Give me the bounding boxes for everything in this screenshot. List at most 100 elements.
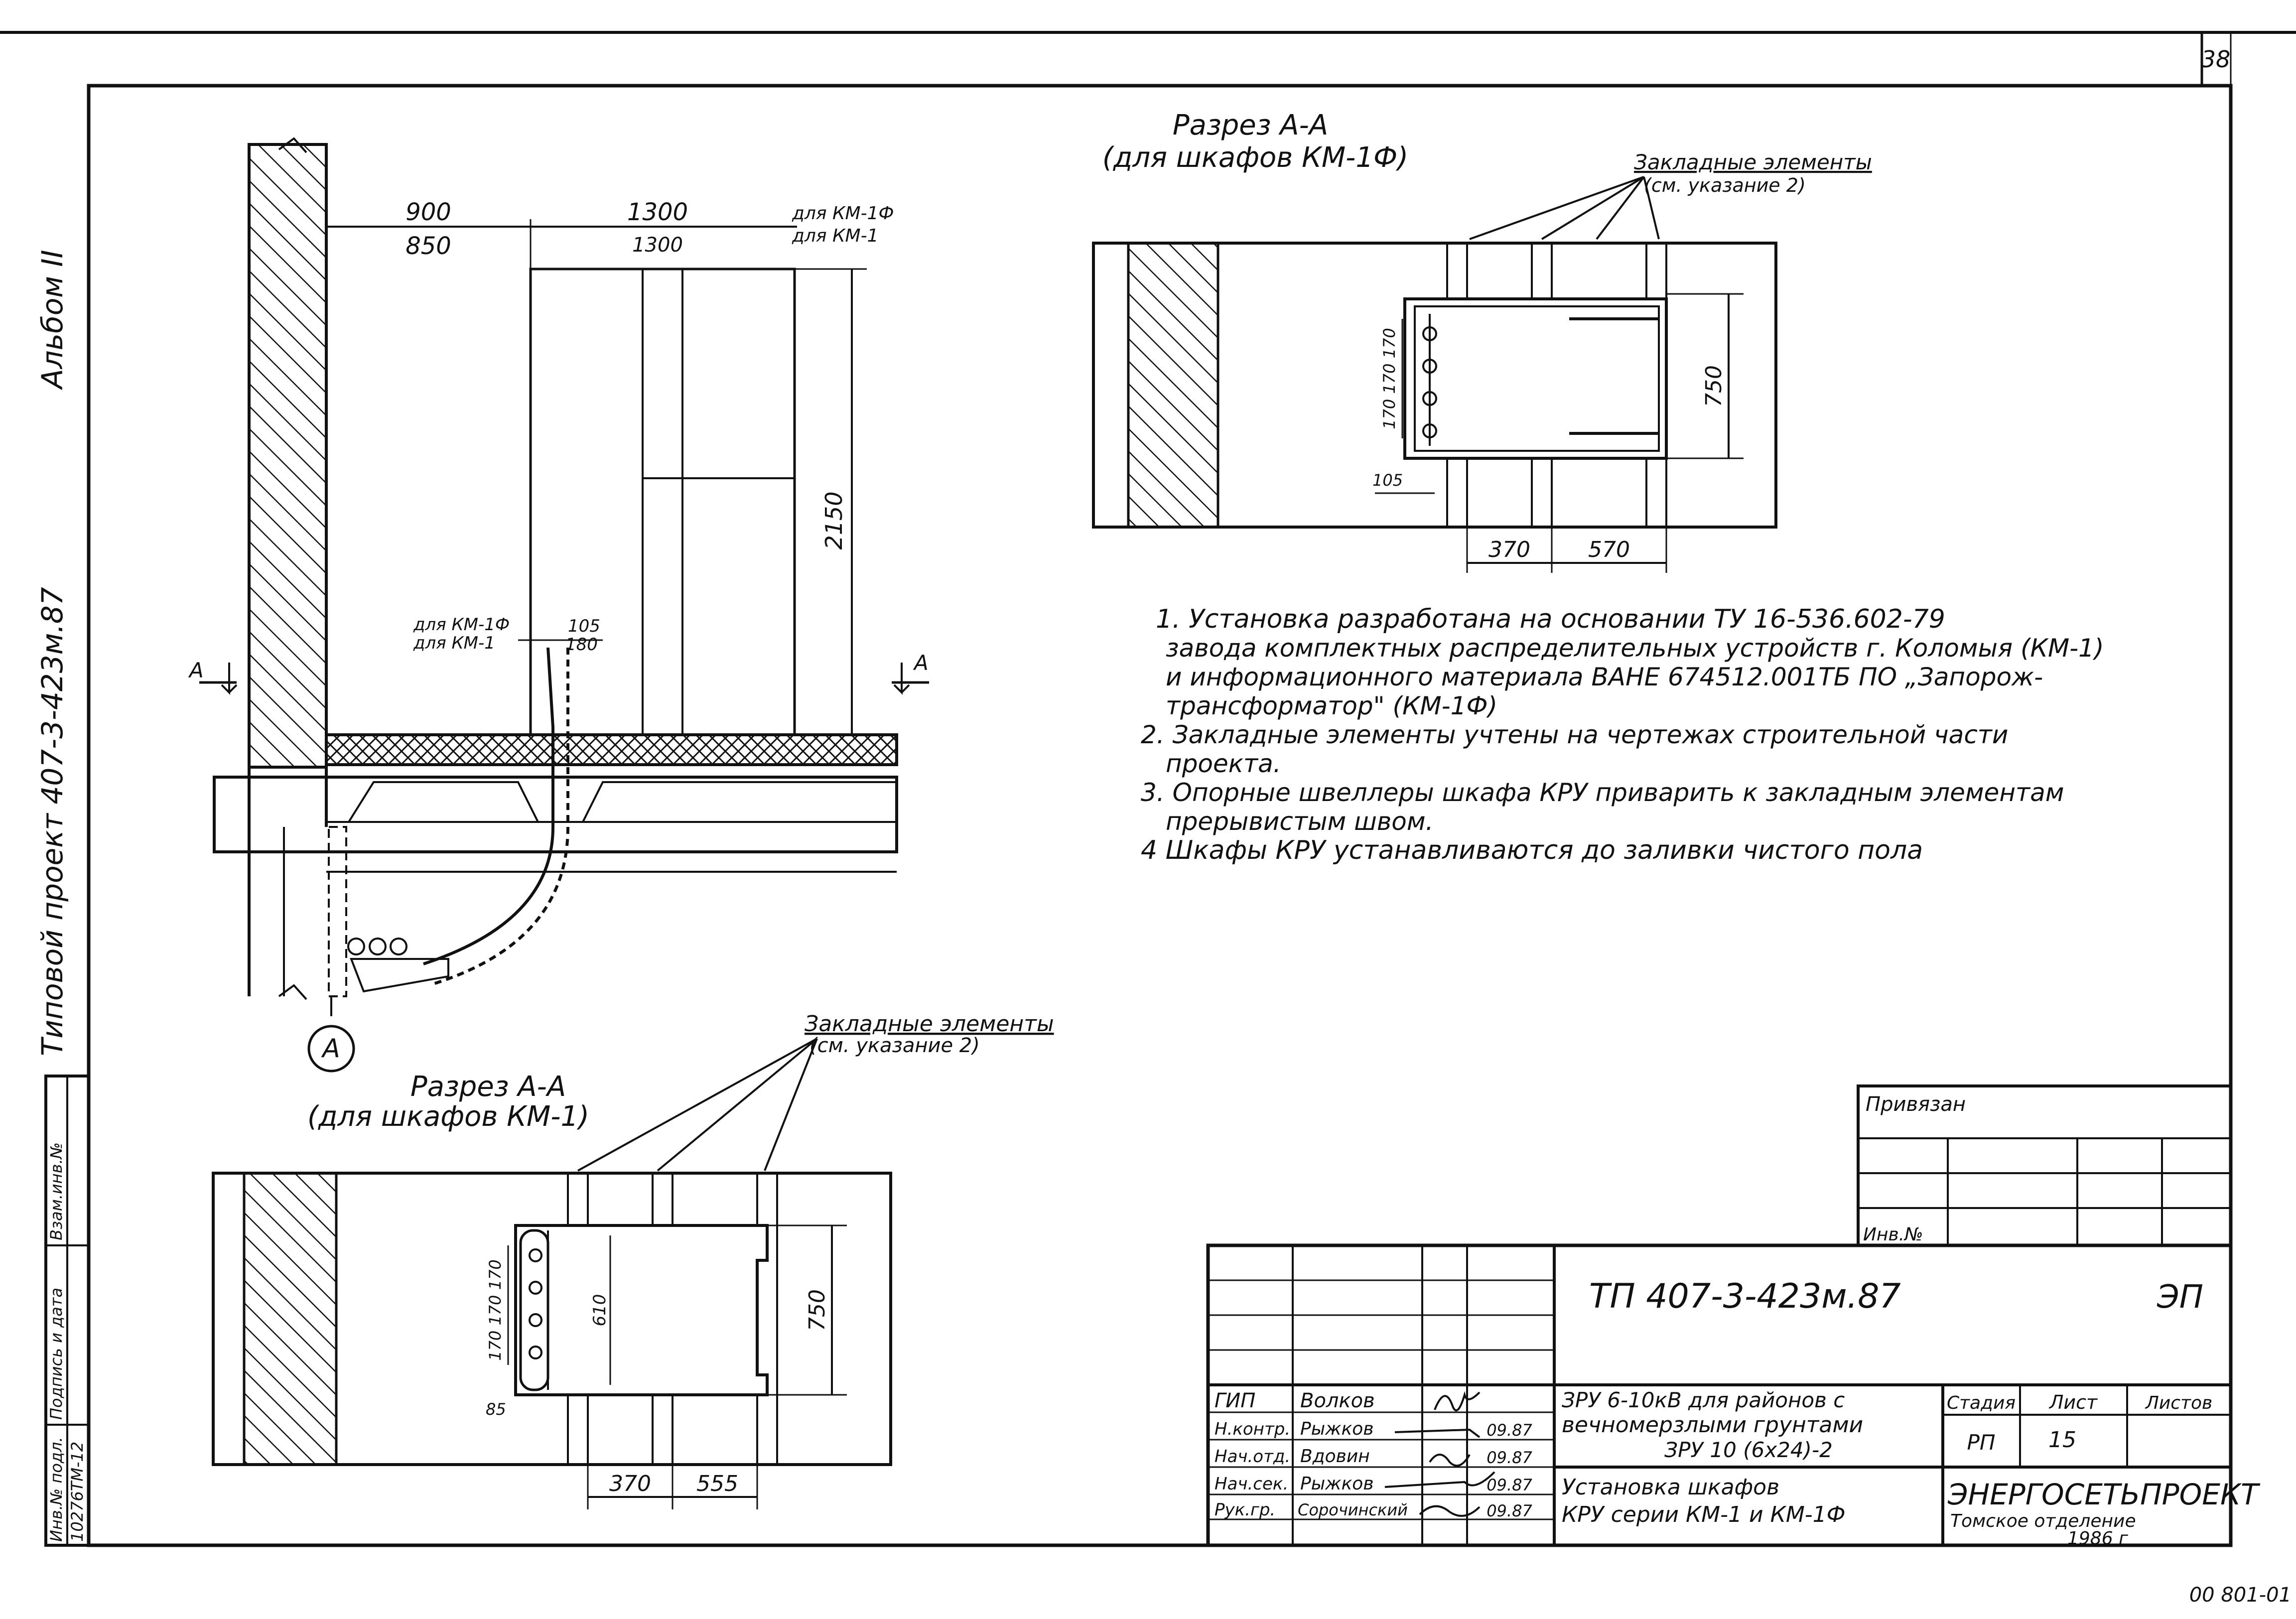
sheet-title-1: Установка шкафов (1562, 1475, 1779, 1500)
km1f-dim-750: 750 (1701, 365, 1727, 407)
object-title-3: ЗРУ 10 (6х24)-2 (1664, 1438, 1833, 1462)
stage-label: Стадия (1947, 1393, 2016, 1413)
object-title-1: ЗРУ 6-10кВ для районов с (1562, 1388, 1845, 1412)
section-km1f: Разрез А-А (для шкафов КМ-1Ф) Закладные … (1092, 109, 1872, 573)
section-km1f-embedded-2: (см. указание 2) (1644, 174, 1806, 196)
main-section: 900 850 1300 1300 для КМ-1Ф для КМ-1 215… (188, 137, 929, 1073)
cut-mark-right: А (913, 651, 929, 675)
section-km1-embedded-1: Закладные элементы (805, 1011, 1054, 1037)
field-inv-podl: Инв.№ подл. (47, 1437, 66, 1542)
note-line-1: 1. Установка разработана на основании ТУ… (1156, 604, 1945, 634)
signature-nkontr (1394, 1428, 1481, 1438)
inv-number: 10276ТМ-12 (68, 1442, 87, 1542)
object-title-2: вечномерзлыми грунтами (1562, 1412, 1863, 1438)
field-vzam: Взам.инв.№ (47, 1142, 66, 1240)
role-gip: ГИП (1215, 1389, 1255, 1412)
sheet-no-value: 15 (2048, 1427, 2076, 1453)
section-km1-embedded-2: (см. указание 2) (810, 1034, 980, 1057)
km1-dim-610: 610 (590, 1294, 610, 1327)
section-km1-title-2: (для шкафов КМ-1) (307, 1100, 589, 1133)
sheets-label: Листов (2145, 1393, 2212, 1413)
section-km1f-title-1: Разрез А-А (1173, 109, 1328, 141)
dim-for-km1: для КМ-1 (792, 226, 879, 246)
role-nkontr: Н.контр. (1215, 1419, 1290, 1439)
field-podpis: Подпись и дата (47, 1288, 66, 1420)
note-line-4: трансформатор" (КМ-1Ф) (1166, 691, 1497, 720)
inv-no-label: Инв.№ (1863, 1224, 1923, 1245)
dim-180: 180 (565, 635, 598, 655)
km1f-cabinet-plan (1403, 297, 1668, 460)
km1-dim-85: 85 (486, 1400, 506, 1419)
dim-for-km1f-2: для КМ-1Ф (413, 615, 510, 635)
role-nachotd: Нач.отд. (1215, 1447, 1290, 1467)
km1f-dim-370: 370 (1488, 537, 1530, 562)
note-line-5: 2. Закладные элементы учтены на чертежах… (1141, 720, 2008, 749)
org-branch: Томское отделение (1950, 1511, 2136, 1531)
name-nkontr: Рыжков (1300, 1419, 1374, 1439)
km1f-wall-hatch (1127, 242, 1219, 529)
project-label: Типовой проект 407-3-423м.87 (35, 587, 69, 1056)
dim-900: 900 (405, 198, 451, 226)
note-line-3: и информационного материала ВАНЕ 674512.… (1166, 663, 2043, 691)
signature-rukgr (1419, 1505, 1481, 1517)
stage-value: РП (1967, 1430, 1996, 1455)
privyazan-label: Привязан (1866, 1093, 1966, 1116)
album-label: Альбом II (35, 250, 69, 391)
dim-1300a: 1300 (627, 198, 688, 226)
note-line-6: проекта. (1166, 749, 1281, 778)
role-nachsek: Нач.сек. (1215, 1474, 1288, 1494)
dim-1300b: 1300 (632, 234, 683, 257)
dim-105: 105 (568, 616, 600, 636)
axis-bubble (307, 1025, 355, 1073)
dim-for-km1f: для КМ-1Ф (792, 203, 894, 224)
km1-dim-370: 370 (609, 1471, 651, 1496)
titleblock-section-code: ЭП (2157, 1279, 2203, 1316)
note-line-9: 4 Шкафы КРУ устанавливаются до заливки ч… (1141, 835, 1923, 865)
date-nachotd: 09.87 (1486, 1448, 1532, 1467)
km1f-dim-105: 105 (1372, 471, 1403, 490)
km1f-dim-170: 170 170 170 (1380, 328, 1399, 429)
section-km1f-title-2: (для шкафов КМ-1Ф) (1102, 141, 1408, 174)
date-nachsek: 09.87 (1486, 1476, 1532, 1494)
bottom-code: 00 801-01 (2189, 1584, 2292, 1607)
name-rukgr: Сорочинский (1298, 1500, 1408, 1519)
km1-dim-750: 750 (805, 1289, 830, 1331)
cut-mark-left: А (188, 658, 204, 682)
km1f-dim-570: 570 (1588, 537, 1630, 562)
date-nkontr: 09.87 (1486, 1421, 1532, 1440)
org-name: ЭНЕРГОСЕТЬПРОЕКТ (1947, 1478, 2261, 1511)
name-gip: Волков (1300, 1389, 1375, 1412)
side-strip: Альбом II Типовой проект 407-3-423м.87 В… (35, 250, 90, 1547)
km1-cabinet-plan (514, 1224, 769, 1396)
sheet-title-2: КРУ серии КМ-1 и КМ-1Ф (1562, 1502, 1846, 1527)
note-line-2: завода комплектных распределительных уст… (1166, 634, 2104, 663)
wall-hatch (248, 143, 328, 769)
signature-nachotd (1429, 1454, 1471, 1467)
name-nachsek: Рыжков (1300, 1474, 1374, 1494)
floor-layer (325, 733, 898, 766)
titleblock-code: ТП 407-3-423м.87 (1589, 1277, 1901, 1316)
note-line-8: прерывистым швом. (1166, 807, 1434, 836)
sheet-label: Лист (2048, 1391, 2098, 1413)
km1-wall-hatch (243, 1172, 338, 1466)
dim-2150: 2150 (820, 491, 847, 549)
section-km1f-embedded-1: Закладные элементы (1634, 150, 1872, 174)
section-km1: Разрез А-А (для шкафов КМ-1) Закладные э… (212, 1011, 1054, 1509)
section-km1-title-1: Разрез А-А (410, 1071, 566, 1103)
org-year: 1986 г (2067, 1528, 2129, 1549)
dim-for-km1-2: для КМ-1 (413, 633, 495, 653)
date-rukgr: 09.87 (1486, 1501, 1532, 1520)
drawing-frame (0, 31, 2296, 1547)
axis-mark: А (321, 1034, 340, 1064)
km1-dim-555: 555 (696, 1471, 738, 1496)
note-line-7: 3. Опорные швеллеры шкафа КРУ приварить … (1141, 778, 2064, 807)
corner-sheet-number: 38 (2201, 46, 2231, 73)
role-rukgr: Рук.гр. (1215, 1500, 1275, 1520)
name-nachotd: Вдовин (1300, 1446, 1370, 1467)
title-block: Привязан Инв.№ ТП 407-3-423м.87 ЭП ГИП Н… (1206, 1084, 2261, 1549)
signature-gip (1434, 1391, 1481, 1412)
dim-850: 850 (405, 232, 451, 260)
notes: 1. Установка разработана на основании ТУ… (1141, 604, 2104, 865)
km1-dim-170: 170 170 170 (486, 1259, 505, 1361)
kru-cabinet (529, 268, 796, 736)
